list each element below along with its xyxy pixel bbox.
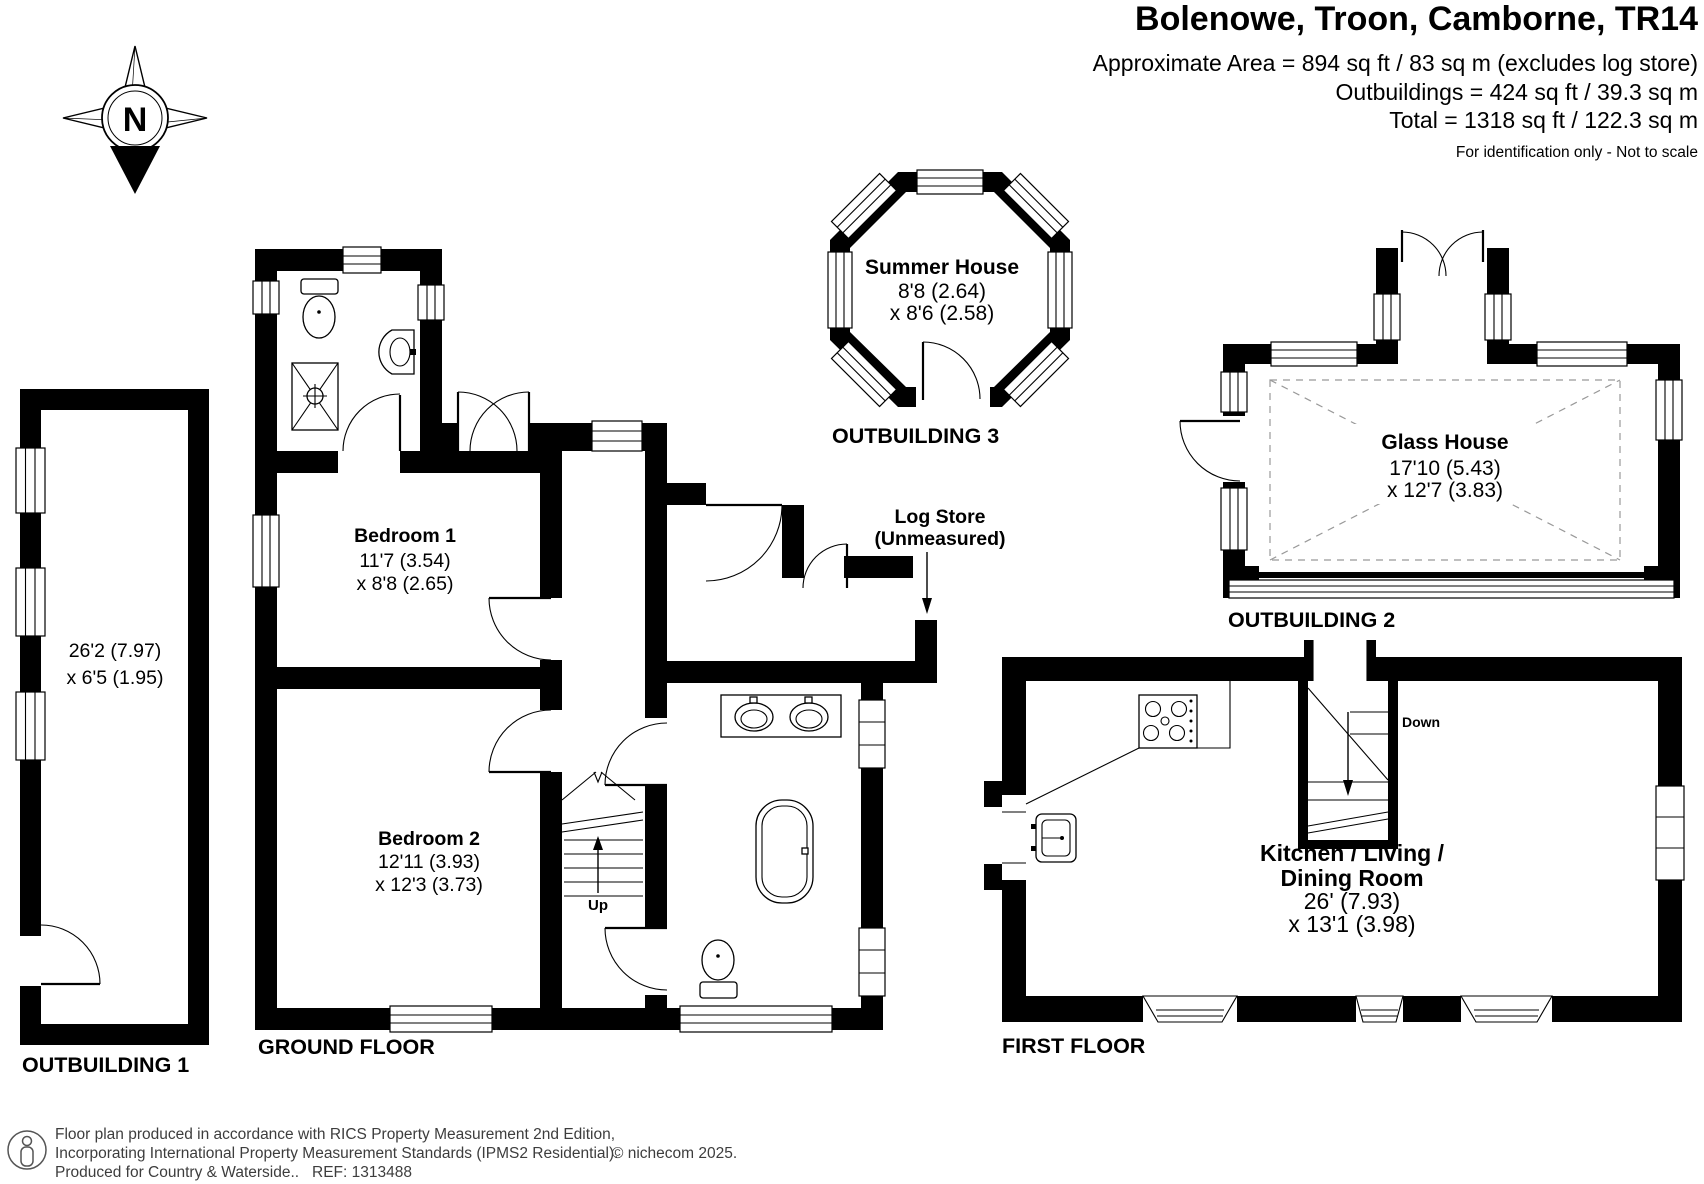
summer-house-dim1: 8'8 (2.64) (898, 280, 986, 303)
hob-icon (1138, 694, 1198, 749)
outbuilding-3-label: OUTBUILDING 3 (832, 424, 999, 448)
bedroom2-dim1: 12'11 (3.93) (378, 851, 480, 873)
stairs-down-label: Down (1402, 714, 1440, 730)
footer-line3: Produced for Country & Waterside.. (55, 1164, 299, 1181)
summer-house-door (916, 341, 990, 411)
first-floor-openings (1002, 785, 1685, 1023)
log-store-callout: Log Store (Unmeasured) (874, 506, 1006, 614)
toilet-icon-2 (699, 939, 738, 999)
outbuilding-1-label: OUTBUILDING 1 (22, 1053, 189, 1077)
basin-icon (378, 329, 416, 375)
sink-icon (1031, 813, 1077, 863)
person-icon (7, 1130, 47, 1170)
footer-line2: Incorporating International Property Mea… (55, 1145, 618, 1162)
kitchen-name-line2: Dining Room (1280, 865, 1423, 891)
summer-house-windows (827, 169, 1073, 408)
summer-house-dim2: x 8'6 (2.58) (890, 302, 994, 325)
bedroom1-name: Bedroom 1 (354, 525, 456, 547)
bedroom2-name: Bedroom 2 (378, 828, 480, 850)
footer: Floor plan produced in accordance with R… (7, 1126, 737, 1181)
kitchen-dim2: x 13'1 (3.98) (1288, 911, 1415, 937)
total-area-line: Total = 1318 sq ft / 122.3 sq m (1389, 107, 1698, 133)
staircase-down: Down (1298, 681, 1440, 849)
footer-line1: Floor plan produced in accordance with R… (55, 1126, 615, 1143)
counter-outline (1025, 681, 1231, 805)
staircase-up: Up (561, 771, 644, 914)
log-store-name: Log Store (895, 506, 986, 528)
stairs-up-label: Up (588, 897, 608, 914)
first-floor-plan: Down (984, 640, 1685, 1058)
compass-north-label: N (123, 101, 148, 139)
bedroom1-dim1: 11'7 (3.54) (359, 550, 450, 572)
bedroom1-dim2: x 8'8 (2.65) (357, 573, 454, 595)
footer-copyright: © nichecom 2025. (612, 1145, 737, 1162)
compass-icon: N (62, 45, 208, 194)
outbuildings-area-line: Outbuildings = 424 sq ft / 39.3 sq m (1336, 79, 1698, 105)
bedroom2-dim2: x 12'3 (3.73) (375, 874, 483, 896)
outbuilding-1-plan: 26'2 (7.97) x 6'5 (1.95) OUTBUILDING 1 (15, 389, 209, 1077)
ground-floor-plan: Up (252, 246, 1006, 1059)
summer-house-name: Summer House (865, 256, 1019, 279)
page-title: Bolenowe, Troon, Camborne, TR14 (1135, 0, 1698, 38)
glass-house-windows (1220, 293, 1683, 599)
ground-floor-label: GROUND FLOOR (258, 1035, 435, 1059)
glass-house-plan: Glass House 17'10 (5.43) x 12'7 (3.83) O… (1179, 230, 1683, 632)
glass-house-walls (1223, 248, 1680, 598)
glass-house-doors (1179, 230, 1485, 482)
outbuilding-1-dim1: 26'2 (7.97) (69, 640, 162, 662)
glass-house-dim1: 17'10 (5.43) (1389, 457, 1500, 480)
shower-icon (291, 362, 339, 431)
log-store-note: (Unmeasured) (874, 528, 1005, 550)
summer-house-plan: Summer House 8'8 (2.64) x 8'6 (2.58) OUT… (827, 169, 1073, 448)
outbuilding-1-windows (15, 447, 46, 761)
first-floor-label: FIRST FLOOR (1002, 1034, 1146, 1058)
shower-room-fixtures (291, 278, 416, 431)
kitchen-dim1: 26' (7.93) (1304, 888, 1400, 914)
glass-house-dim2: x 12'7 (3.83) (1387, 479, 1503, 502)
kitchen-name-line1: Kitchen / Living / (1260, 840, 1445, 866)
approx-area-line: Approximate Area = 894 sq ft / 83 sq m (… (1093, 50, 1698, 76)
ground-floor-windows (252, 246, 886, 1033)
bathtub-icon (755, 799, 814, 904)
kitchen-fixtures (1025, 681, 1231, 863)
header: Bolenowe, Troon, Camborne, TR14 Approxim… (1093, 0, 1698, 161)
glass-house-roof (1269, 379, 1621, 561)
outbuilding-2-label: OUTBUILDING 2 (1228, 608, 1395, 632)
first-floor-walls (984, 640, 1682, 1022)
disclaimer-note: For identification only - Not to scale (1456, 144, 1698, 161)
toilet-icon (300, 278, 339, 339)
outbuilding-1-door (19, 924, 101, 986)
vanity-double-basin-icon (720, 694, 842, 738)
outbuilding-1-walls (20, 389, 209, 1045)
glass-house-name: Glass House (1381, 431, 1508, 454)
footer-ref: REF: 1313488 (312, 1164, 412, 1181)
bathroom-fixtures (699, 694, 842, 999)
ground-floor-doors (342, 391, 849, 991)
outbuilding-1-dim2: x 6'5 (1.95) (67, 667, 164, 689)
